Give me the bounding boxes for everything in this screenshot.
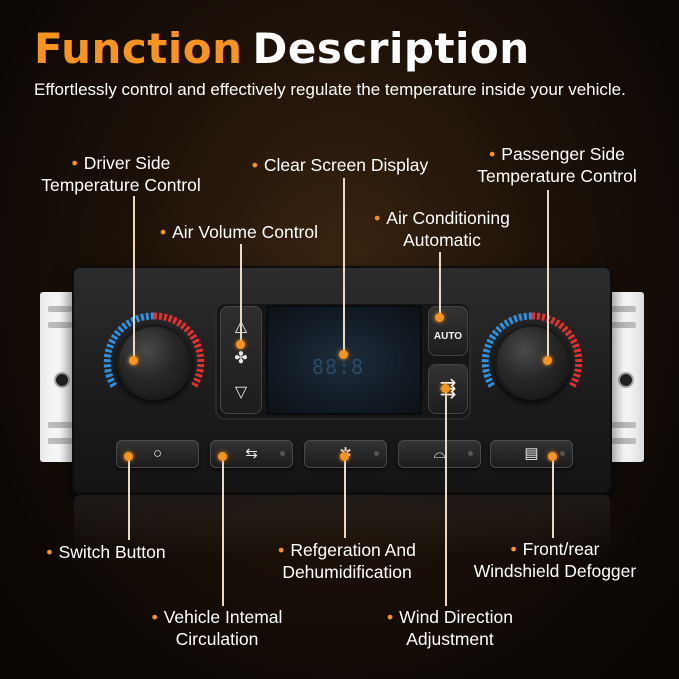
subtitle: Effortlessly control and effectively reg… bbox=[34, 80, 626, 99]
callout-refrigeration: •Refgeration And Dehumidification bbox=[278, 540, 416, 582]
passenger-knob-cap bbox=[494, 324, 570, 400]
display-leader bbox=[343, 178, 345, 354]
callout-air-volume: •Air Volume Control bbox=[159, 222, 319, 242]
fan-icon: ✤ bbox=[234, 350, 248, 367]
callout-clear-display: •Clear Screen Display bbox=[251, 155, 429, 175]
switch-leader bbox=[128, 456, 130, 540]
callout-ac-auto: •Air Conditioning Automatic bbox=[374, 208, 510, 250]
circulation-pin bbox=[218, 452, 227, 461]
callout-driver-temp: •Driver Side Temperature Control bbox=[41, 153, 201, 195]
rear-defrost-button[interactable]: ▤ bbox=[490, 440, 573, 468]
driver-temperature-knob[interactable] bbox=[98, 306, 210, 418]
fan-down-icon[interactable]: ▽ bbox=[234, 384, 248, 401]
passenger-temperature-knob[interactable] bbox=[476, 306, 588, 418]
panel-reflection bbox=[74, 495, 610, 555]
left-mount-bracket bbox=[40, 292, 80, 462]
ac-auto-leader bbox=[439, 252, 441, 318]
defogger-leader bbox=[552, 456, 554, 538]
driver-temp-leader bbox=[133, 196, 135, 358]
car-recirculation-icon: ⇆ bbox=[245, 445, 258, 462]
title-accent: Function bbox=[34, 24, 243, 73]
screen-readout: 88:8 bbox=[312, 355, 365, 379]
front-defrost-button[interactable]: ⌓ bbox=[398, 440, 481, 468]
callout-internal-circulation: •Vehicle Intemal Circulation bbox=[151, 607, 283, 649]
switch-pin bbox=[124, 452, 133, 461]
callout-wind-direction: •Wind Direction Adjustment bbox=[387, 607, 513, 649]
auto-ac-button[interactable]: AUTO bbox=[428, 306, 468, 356]
circulation-leader bbox=[222, 456, 224, 606]
display-pin bbox=[339, 350, 348, 359]
wind-direction-leader bbox=[445, 388, 447, 606]
title-rest: Description bbox=[252, 24, 530, 73]
refrigeration-pin bbox=[340, 452, 349, 461]
callout-defogger: •Front/rear Windshield Defogger bbox=[473, 539, 637, 581]
circle-icon: ○ bbox=[152, 445, 163, 462]
passenger-temp-scale bbox=[481, 312, 583, 388]
front-defrost-icon: ⌓ bbox=[433, 445, 446, 462]
auto-label: AUTO bbox=[433, 331, 463, 342]
defogger-pin bbox=[548, 452, 557, 461]
right-mount-bracket bbox=[604, 292, 644, 462]
refrigeration-leader bbox=[344, 456, 346, 538]
ac-auto-pin bbox=[435, 313, 444, 322]
air-volume-pin bbox=[236, 340, 245, 349]
callout-passenger-temp: •Passenger Side Temperature Control bbox=[477, 144, 637, 186]
driver-knob-cap bbox=[116, 324, 192, 400]
callout-switch-button: •Switch Button bbox=[46, 542, 166, 562]
passenger-temp-pin bbox=[543, 356, 552, 365]
passenger-temp-leader bbox=[547, 190, 549, 358]
driver-temp-scale bbox=[103, 312, 205, 388]
air-volume-leader bbox=[240, 244, 242, 344]
wind-direction-pin bbox=[441, 384, 450, 393]
driver-temp-pin bbox=[129, 356, 138, 365]
recirculation-button[interactable]: ⇆ bbox=[210, 440, 293, 468]
rear-defrost-icon: ▤ bbox=[524, 445, 539, 462]
